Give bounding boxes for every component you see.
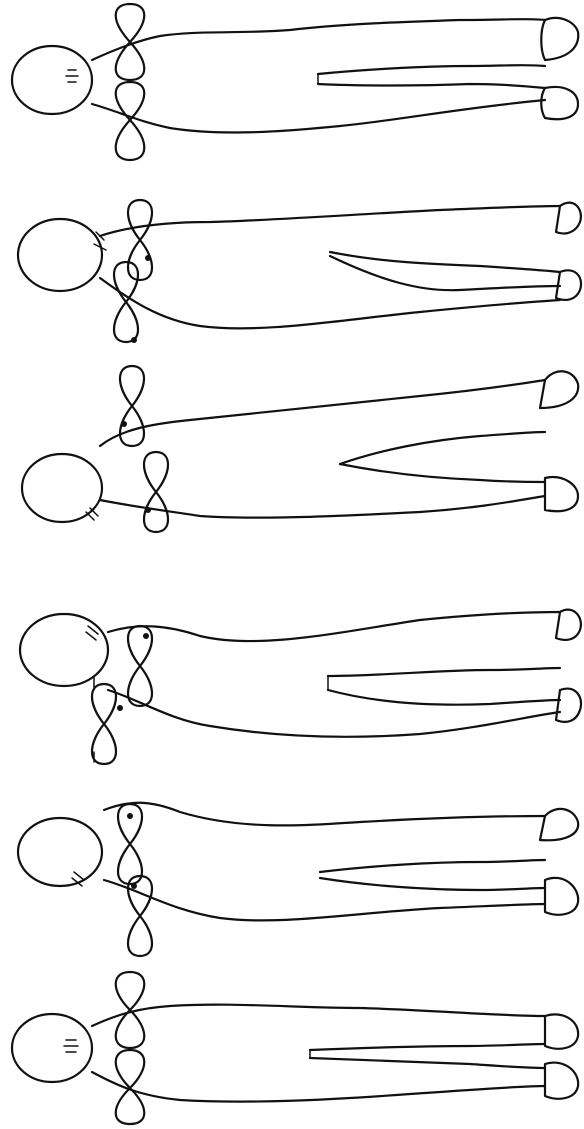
- figure-eight-loop-lower: [128, 876, 152, 956]
- loop-marker-dot: [143, 633, 149, 639]
- loop-marker-dot: [131, 883, 137, 889]
- figure-eight-loop-upper: [128, 626, 152, 706]
- torso-and-legs-outline: [92, 19, 545, 132]
- head-outline: [18, 219, 106, 291]
- head-outline: [22, 454, 102, 522]
- head-outline: [12, 46, 92, 114]
- loop-marker-dot: [127, 813, 133, 819]
- panel-6-front-figure: [12, 972, 578, 1124]
- panel-5-side-figure: [18, 803, 578, 956]
- torso-and-legs-outline: [104, 803, 545, 921]
- feet-outline: [545, 1014, 578, 1098]
- loop-marker-dot: [131, 337, 137, 343]
- torso-and-legs-outline: [92, 1005, 545, 1102]
- figure-eight-loop-upper: [128, 200, 152, 280]
- panel-4-side-figure: [20, 610, 581, 764]
- loop-marker-dot: [121, 421, 127, 427]
- figure-eight-loop-lower: [116, 1050, 145, 1124]
- head-outline: [18, 818, 102, 886]
- head-outline: [20, 614, 108, 686]
- torso-and-legs-outline: [108, 612, 560, 737]
- feet-outline: [540, 371, 578, 511]
- torso-and-legs-outline: [100, 380, 545, 518]
- loop-marker-dot: [145, 255, 151, 261]
- figure-eight-loop-lower: [144, 452, 168, 532]
- figure-eight-loop-upper: [118, 804, 142, 884]
- panel-1-front-figure: [12, 4, 578, 160]
- panel-3-side-figure: [22, 366, 578, 532]
- feet-outline: [556, 610, 581, 722]
- torso-and-legs-outline: [100, 206, 560, 328]
- head-outline: [12, 1014, 92, 1082]
- panel-2-side-figure: [18, 200, 581, 343]
- loop-marker-dot: [145, 507, 151, 513]
- feet-outline: [540, 809, 578, 915]
- loop-marker-dot: [117, 705, 123, 711]
- feet-outline: [541, 18, 578, 119]
